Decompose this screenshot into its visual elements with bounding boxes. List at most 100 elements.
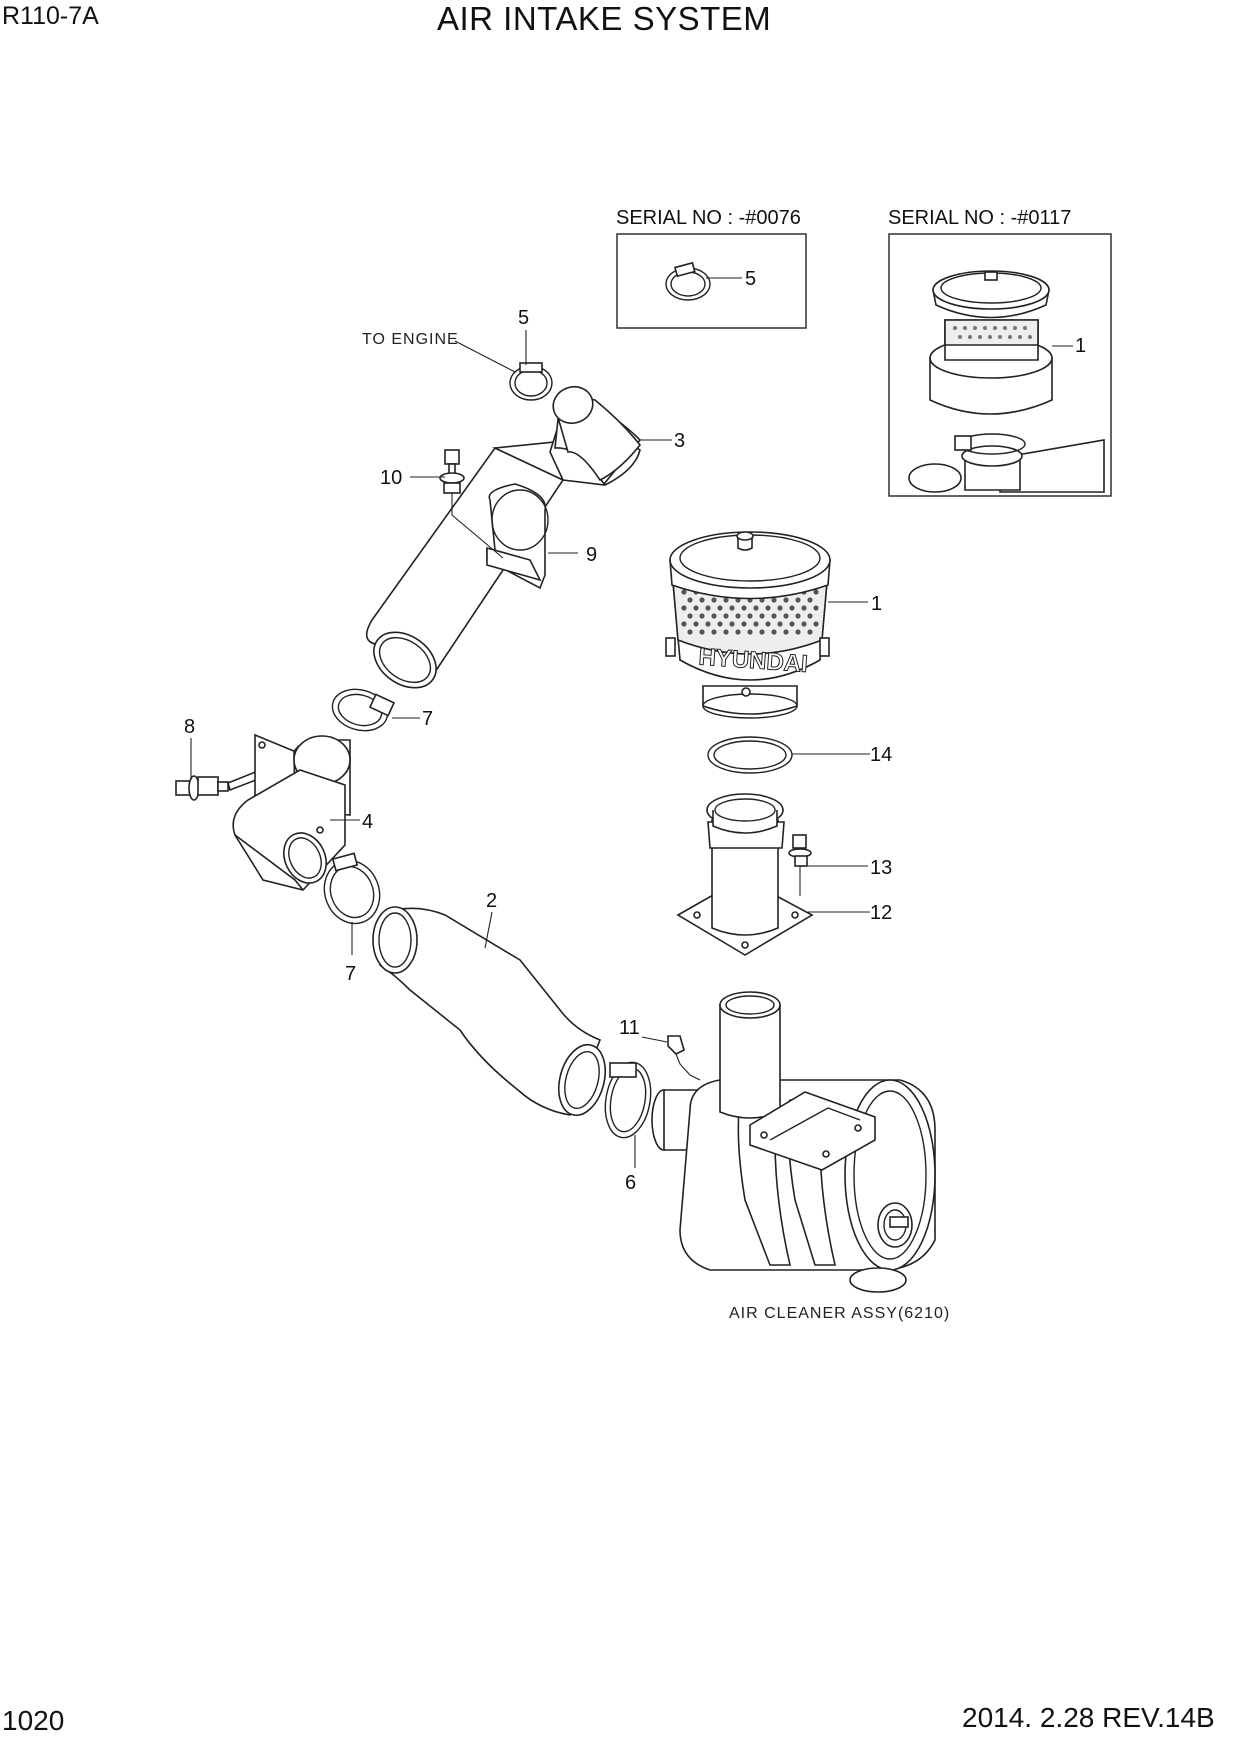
callout-7-upper: 7 <box>422 708 433 730</box>
perforation-hole <box>687 629 693 635</box>
perforation-hole <box>759 613 765 619</box>
callout-11: 11 <box>619 1017 640 1039</box>
callout-5: 5 <box>518 307 529 329</box>
perforation-hole <box>681 621 687 627</box>
perforation-hole <box>783 613 789 619</box>
perforation-hole <box>681 589 687 595</box>
intake-hose-2 <box>372 906 607 1117</box>
hose-clamp-5 <box>509 362 553 401</box>
bolt-13 <box>788 834 812 896</box>
callout-2: 2 <box>486 890 497 912</box>
air-cleaner-note: AIR CLEANER ASSY(6210) <box>729 1305 950 1322</box>
screw-11 <box>667 1035 701 1081</box>
perforation-hole <box>723 597 729 603</box>
revision-date: 2014. 2.28 REV.14B <box>962 1702 1215 1733</box>
perforation-hole <box>801 605 807 611</box>
perforation-hole <box>807 613 813 619</box>
perforation-hole <box>747 613 753 619</box>
callout-6: 6 <box>625 1172 636 1194</box>
perforation-hole <box>765 605 771 611</box>
inset-serial-0076: SERIAL NO : -#0076 5 <box>616 207 807 329</box>
inset-serial-0117: SERIAL NO : -#0117 <box>888 207 1112 497</box>
perforation-hole <box>795 629 801 635</box>
perforation-hole <box>693 605 699 611</box>
perforation-hole <box>783 597 789 603</box>
perforation-hole <box>723 629 729 635</box>
callout-1: 1 <box>871 593 882 615</box>
perforation-hole <box>777 605 783 611</box>
to-engine-note: TO ENGINE <box>362 331 459 348</box>
perforation-hole <box>711 613 717 619</box>
callout-13: 13 <box>870 857 892 879</box>
perforation-hole <box>753 605 759 611</box>
perforation-hole <box>699 597 705 603</box>
perforation-hole <box>801 621 807 627</box>
callout-4: 4 <box>362 811 373 833</box>
perforation-hole <box>699 613 705 619</box>
perforation-hole <box>711 629 717 635</box>
perforation-hole <box>813 589 819 595</box>
perforation-hole <box>789 605 795 611</box>
bolt-8 <box>175 769 263 801</box>
intake-elbow-4 <box>232 733 351 891</box>
hose-clamp-7-lower <box>323 852 381 925</box>
perforation-hole <box>777 621 783 627</box>
perforation-hole <box>771 629 777 635</box>
callout-7-lower: 7 <box>345 963 356 985</box>
perforation-hole <box>687 597 693 603</box>
callout-10: 10 <box>380 467 402 489</box>
perforation-hole <box>717 621 723 627</box>
perforation-hole <box>717 605 723 611</box>
perforation-hole <box>741 621 747 627</box>
perforation-hole <box>705 621 711 627</box>
callout-12: 12 <box>870 902 892 924</box>
perforation-hole <box>735 629 741 635</box>
perforation-hole <box>711 597 717 603</box>
perforation-hole <box>771 597 777 603</box>
perforation-hole <box>795 597 801 603</box>
perforation-hole <box>807 629 813 635</box>
perforation-hole <box>771 613 777 619</box>
perforation-hole <box>723 613 729 619</box>
o-ring-14 <box>707 736 793 774</box>
page-title: AIR INTAKE SYSTEM <box>437 0 772 37</box>
hose-clamp-inset <box>665 261 711 301</box>
perforation-hole <box>699 629 705 635</box>
adapter-12 <box>676 793 814 956</box>
perforation-hole <box>795 613 801 619</box>
perforation-hole <box>735 613 741 619</box>
perforation-hole <box>687 613 693 619</box>
brand-logo: HYUNDAI <box>698 643 809 678</box>
page-number: 1020 <box>2 1705 65 1736</box>
callout-14: 14 <box>870 744 892 766</box>
perforation-hole <box>753 621 759 627</box>
hose-clamp-7-upper <box>331 688 396 732</box>
perforation-hole <box>789 621 795 627</box>
callout-8: 8 <box>184 716 195 738</box>
hose-clamp-6 <box>604 1061 652 1139</box>
callout-label: 5 <box>745 268 756 290</box>
perforation-hole <box>705 605 711 611</box>
pre-cleaner-1: HYUNDAI <box>665 531 831 719</box>
inset-frame <box>888 233 1112 497</box>
model-number: R110-7A <box>2 2 99 30</box>
perforation-hole <box>729 605 735 611</box>
perforation-hole <box>807 597 813 603</box>
bolt-10 <box>439 449 504 559</box>
callout-3: 3 <box>674 430 685 452</box>
perforation-hole <box>783 629 789 635</box>
perforation-hole <box>729 621 735 627</box>
perforation-hole <box>765 621 771 627</box>
perforation-hole <box>681 605 687 611</box>
air-cleaner-precleaner-inset <box>908 270 1105 493</box>
callout-9: 9 <box>586 544 597 566</box>
perforation-hole <box>747 629 753 635</box>
perforation-hole <box>813 621 819 627</box>
perforation-hole <box>813 605 819 611</box>
perforation-hole <box>759 629 765 635</box>
inset-frame <box>616 233 807 329</box>
perforation-hole <box>741 605 747 611</box>
inset-serial-label: SERIAL NO : -#0117 <box>888 207 1071 229</box>
air-cleaner-assembly <box>651 991 936 1293</box>
